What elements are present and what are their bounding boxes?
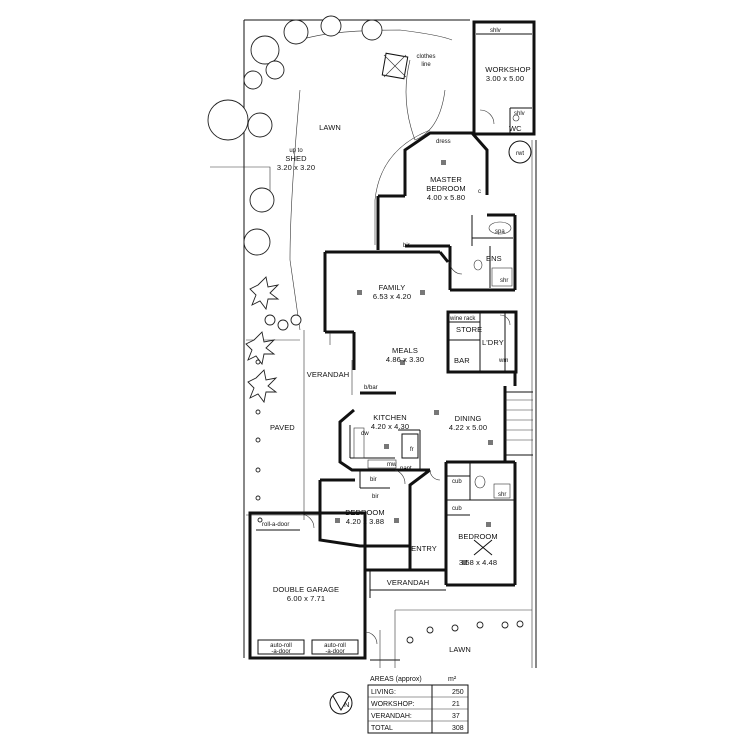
label-kitchen: KITCHEN — [373, 413, 407, 422]
areas-label-verandah: VERANDAH: — [371, 713, 412, 720]
label-shr-2: shr — [498, 492, 506, 498]
label-garage-dims: 6.00 x 7.71 — [287, 594, 325, 603]
label-dress: dress — [436, 139, 451, 145]
label-store: STORE — [456, 325, 482, 334]
label-ldry: L'DRY — [482, 338, 504, 347]
label-mw: mw — [387, 462, 397, 468]
areas-table: AREAS (approx) m² LIVING: 250 WORKSHOP: … — [367, 676, 469, 734]
label-auto-roll-left: auto-roll — [270, 643, 292, 649]
label-dining-dims: 4.22 x 5.00 — [449, 423, 487, 432]
label-wine-rack: wine rack — [449, 316, 476, 322]
label-auto-roll-right: auto-roll — [324, 643, 346, 649]
label-kitchen-dims: 4.20 x 4.30 — [371, 422, 409, 431]
label-bar: BAR — [454, 356, 470, 365]
label-workshop: WORKSHOP — [485, 65, 530, 74]
label-shlv-top: shlv — [490, 28, 501, 34]
label-shed: SHED — [285, 154, 307, 163]
label-master-dims: 4.00 x 5.80 — [427, 193, 465, 202]
room-labels: shlv WORKSHOP 3.00 x 5.00 shlv WC rwt cl… — [262, 28, 531, 655]
label-family: FAMILY — [379, 283, 406, 292]
label-master-bedroom: BEDROOM — [426, 184, 465, 193]
table-row: VERANDAH: 37 — [371, 713, 460, 720]
label-wm: wm — [498, 358, 508, 364]
label-bir: bir — [403, 243, 410, 249]
label-family-dims: 6.53 x 4.20 — [373, 292, 411, 301]
table-row: TOTAL 308 — [371, 725, 464, 732]
workshop-building — [472, 20, 536, 136]
label-line: line — [421, 62, 431, 68]
label-master: MASTER — [430, 175, 462, 184]
label-dw: dw — [361, 431, 369, 437]
label-spa: spa — [495, 229, 505, 235]
house-walls — [248, 131, 533, 660]
areas-value-living: 250 — [452, 689, 464, 696]
label-auto-door-left: -a-door — [271, 649, 290, 655]
label-clothes: clothes — [416, 54, 435, 60]
areas-label-total: TOTAL — [371, 725, 393, 732]
areas-unit: m² — [448, 676, 457, 683]
label-verandah-front: VERANDAH — [387, 578, 429, 587]
label-lawn-top: LAWN — [319, 123, 341, 132]
label-garage: DOUBLE GARAGE — [273, 585, 339, 594]
trees — [207, 15, 524, 644]
label-cub-top: cub — [452, 479, 462, 485]
label-meals: MEALS — [392, 346, 418, 355]
label-pant: pant — [400, 466, 412, 472]
label-meals-dims: 4.86 x 3.30 — [386, 355, 424, 364]
areas-value-verandah: 37 — [452, 713, 460, 720]
table-row: LIVING: 250 — [371, 689, 464, 696]
label-bedroom-right-dims: 3.58 x 4.48 — [459, 558, 497, 567]
label-bir-kitchen: bir — [370, 477, 377, 483]
north-label: N — [344, 700, 350, 709]
areas-value-total: 308 — [452, 725, 464, 732]
label-verandah-side: VERANDAH — [307, 370, 349, 379]
label-entry: ENTRY — [411, 544, 437, 553]
label-shlv-bottom: shlv — [514, 111, 525, 117]
label-fr: fr — [410, 447, 414, 453]
label-shr: shr — [500, 278, 508, 284]
label-robe-c: c — [478, 189, 481, 195]
label-paved: PAVED — [270, 423, 295, 432]
north-arrow-icon: N — [329, 691, 353, 715]
areas-label-workshop: WORKSHOP: — [371, 701, 415, 708]
label-shed-dims: 3.20 x 3.20 — [277, 163, 315, 172]
label-workshop-dims: 3.00 x 5.00 — [486, 74, 524, 83]
label-dining: DINING — [455, 414, 482, 423]
label-bedroom-left: BEDROOM — [345, 508, 384, 517]
label-up-to: up to — [289, 148, 303, 154]
label-roll-a-door: roll-a-door — [262, 522, 289, 528]
label-wc: WC — [509, 124, 522, 133]
areas-label-living: LIVING: — [371, 689, 396, 696]
label-auto-door-right: -a-door — [325, 649, 344, 655]
clothes-line-icon — [381, 52, 409, 80]
label-cub-bottom: cub — [452, 506, 462, 512]
label-lawn-front: LAWN — [449, 645, 471, 654]
rainwater-tank — [508, 140, 532, 164]
areas-value-workshop: 21 — [452, 701, 460, 708]
label-bedroom-right: BEDROOM — [458, 532, 497, 541]
label-bir-bedroom: bir — [372, 494, 379, 500]
areas-title: AREAS (approx) — [370, 676, 422, 683]
label-ens: ENS — [486, 254, 502, 263]
light-fittings — [335, 160, 493, 565]
label-bedroom-left-dims: 4.20 x 3.88 — [346, 517, 384, 526]
label-b-bar: b/bar — [364, 385, 378, 391]
label-rwt: rwt — [516, 151, 524, 157]
table-row: WORKSHOP: 21 — [371, 701, 460, 708]
